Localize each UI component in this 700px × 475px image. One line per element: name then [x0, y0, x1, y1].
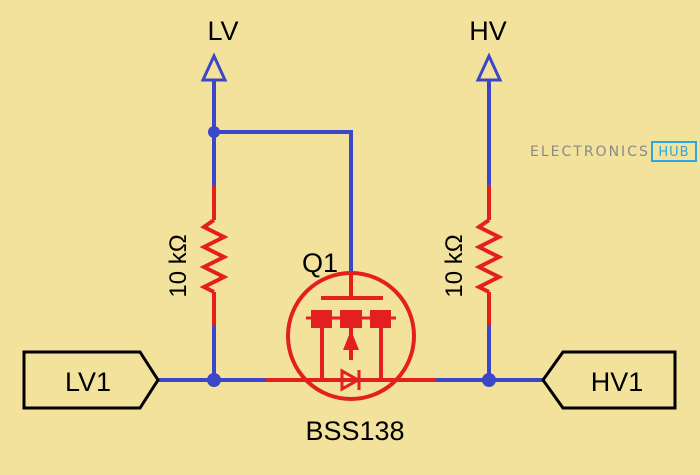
label-hv-rail: HV — [469, 16, 507, 46]
port-hv1 — [541, 350, 677, 410]
label-resistor-left: 10 kΩ — [165, 234, 192, 297]
logo-badge-text: HUB — [658, 145, 689, 160]
junction-dot — [207, 373, 221, 387]
label-q1-designator: Q1 — [302, 248, 338, 278]
label-port-hv1: HV1 — [591, 367, 644, 397]
junction-dot — [482, 373, 496, 387]
mosfet-q1 — [266, 271, 436, 401]
logo-brand-text: ELECTRONICS — [530, 144, 650, 160]
resistor-left — [199, 185, 229, 325]
label-part-number: BSS138 — [305, 416, 404, 446]
label-lv-rail: LV — [207, 16, 238, 46]
electronics-hub-logo: ELECTRONICS HUB — [530, 141, 697, 162]
logo-badge-bg — [651, 141, 697, 162]
port-lv1 — [22, 350, 160, 410]
label-port-lv1: LV1 — [65, 367, 111, 397]
hv-supply-arrow — [475, 52, 503, 185]
resistor-right — [474, 185, 504, 325]
lv-supply-arrow — [200, 52, 228, 132]
label-resistor-right: 10 kΩ — [441, 234, 468, 297]
junction-dot — [208, 126, 220, 138]
